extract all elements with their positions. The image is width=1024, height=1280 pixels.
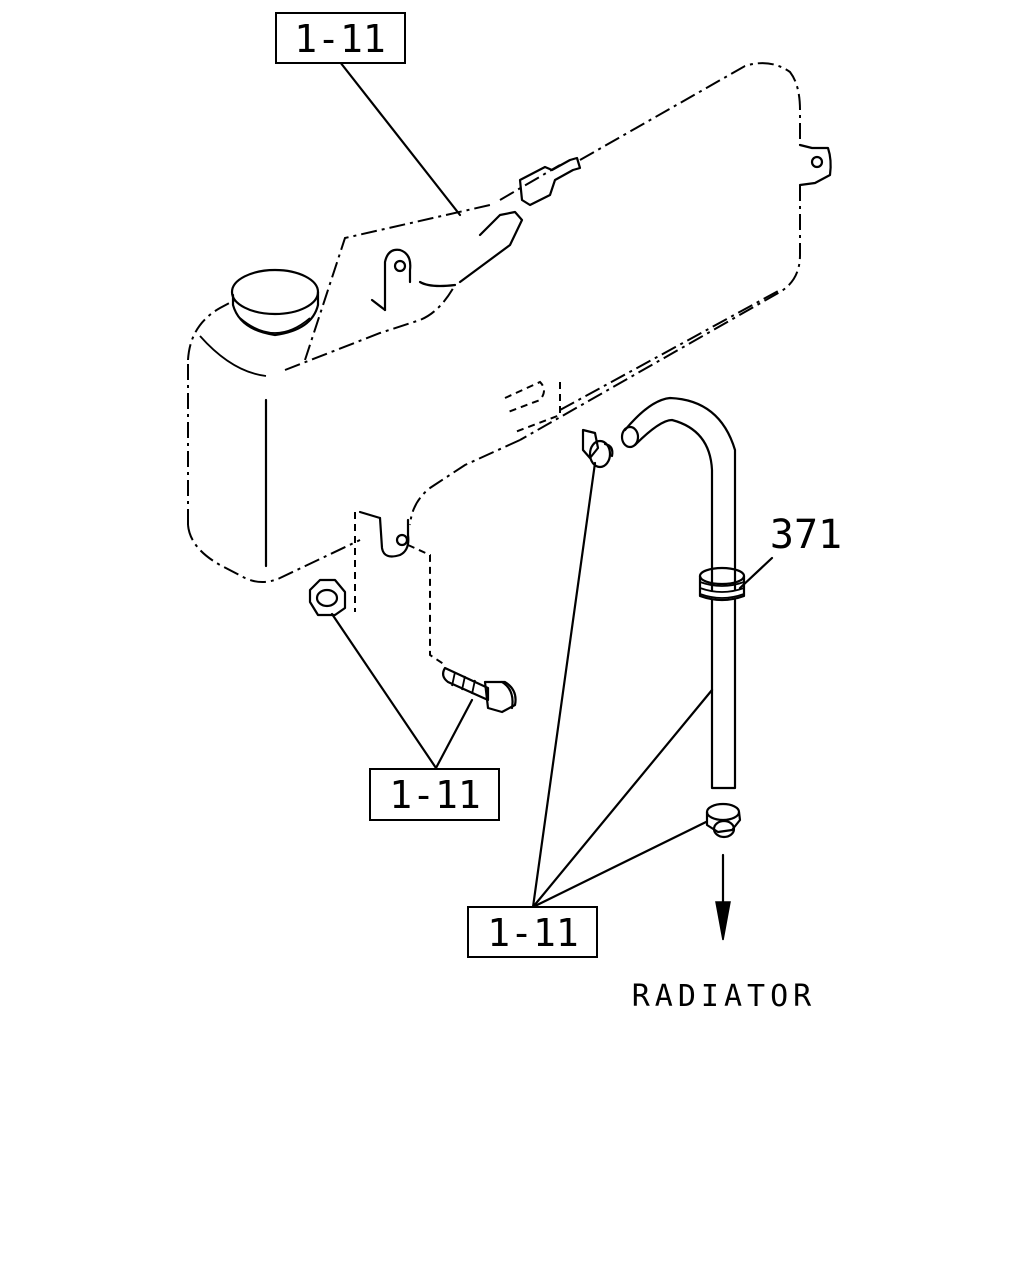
inlet-pipe (418, 156, 582, 288)
flow-arrow (715, 853, 731, 941)
hose (620, 396, 737, 790)
reservoir-tank (187, 62, 801, 583)
destination-label: RADIATOR (632, 979, 817, 1014)
hose-clip-371 (698, 566, 746, 602)
leader-lines (330, 60, 774, 909)
bolt (441, 666, 517, 714)
lower-bracket (354, 510, 446, 666)
callout-bolt-nut-label: 1-11 (389, 773, 481, 817)
upper-hose-clamp (581, 428, 614, 469)
callout-top[interactable]: 1-11 (275, 12, 406, 64)
callout-bolt-nut[interactable]: 1-11 (369, 768, 500, 821)
callout-hose-clamps[interactable]: 1-11 (467, 906, 598, 958)
nut (308, 578, 347, 617)
callout-top-label: 1-11 (294, 17, 386, 61)
upper-bracket (370, 248, 412, 312)
lower-hose-clamp (705, 802, 742, 839)
part-number-label[interactable]: 371 (770, 512, 842, 558)
filler-cap (230, 268, 320, 337)
right-mount-tab (798, 143, 832, 187)
callout-hose-clamps-label: 1-11 (487, 911, 579, 955)
outlet-nipple (504, 380, 561, 433)
